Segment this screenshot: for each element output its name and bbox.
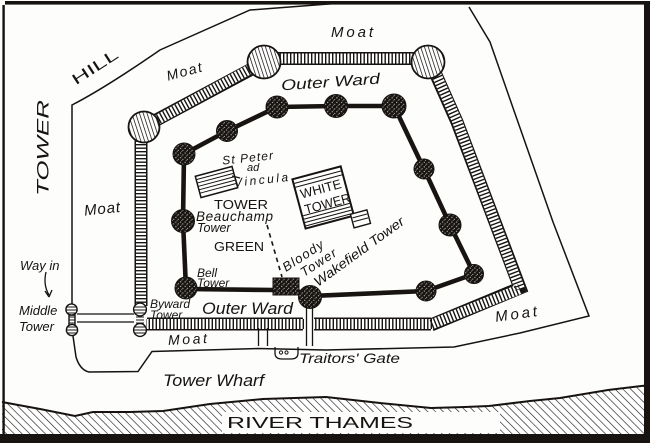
svg-text:Moat: Moat xyxy=(494,303,539,326)
svg-text:Moat: Moat xyxy=(165,59,205,84)
svg-text:Tower Wharf: Tower Wharf xyxy=(163,371,266,390)
svg-text:Tower: Tower xyxy=(150,308,183,322)
svg-text:Tower: Tower xyxy=(197,221,231,235)
svg-text:ad: ad xyxy=(247,162,260,174)
svg-text:Outer Ward: Outer Ward xyxy=(202,299,294,318)
svg-text:Middle: Middle xyxy=(19,303,57,318)
svg-text:Bell: Bell xyxy=(197,266,217,280)
svg-text:Traitors' Gate: Traitors' Gate xyxy=(299,350,400,366)
svg-text:Moat: Moat xyxy=(83,199,121,220)
svg-text:HILL: HILL xyxy=(69,46,122,89)
svg-text:GREEN: GREEN xyxy=(214,239,264,254)
svg-text:Moat: Moat xyxy=(331,24,374,41)
svg-text:Tower: Tower xyxy=(197,276,230,290)
svg-text:RIVER THAMES: RIVER THAMES xyxy=(227,415,413,432)
svg-text:Vincula: Vincula xyxy=(234,170,289,190)
svg-text:Outer Ward: Outer Ward xyxy=(281,70,382,94)
svg-text:Byward: Byward xyxy=(150,297,190,311)
svg-text:Tower: Tower xyxy=(19,319,55,334)
svg-text:Moat: Moat xyxy=(168,330,209,348)
svg-text:Beauchamp: Beauchamp xyxy=(196,209,273,224)
svg-text:Way in: Way in xyxy=(20,258,60,273)
svg-text:TOWER: TOWER xyxy=(34,100,53,196)
svg-text:TOWER: TOWER xyxy=(214,197,268,212)
